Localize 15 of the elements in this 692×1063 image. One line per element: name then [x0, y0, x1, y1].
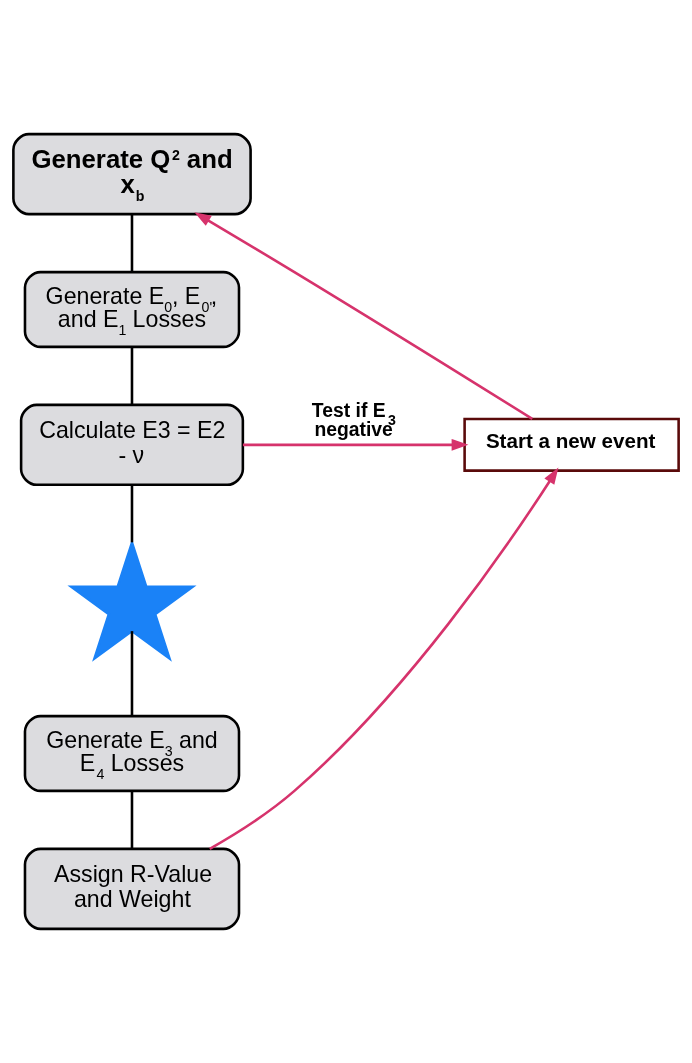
arrow	[209, 467, 559, 850]
node-box: Generate E$_{3}$ and E$_{4}$ Losses	[23, 714, 241, 793]
connector	[130, 485, 134, 543]
arrow	[194, 212, 533, 421]
edge-label: Test if E$_{3}$ negative	[311, 399, 396, 440]
node-box: Assign R-Value and Weight	[23, 847, 241, 931]
connector	[130, 214, 134, 272]
node-box: Generate Q$^{2}$ and x$_{b}$	[12, 132, 252, 216]
node-box: Start a new event	[463, 417, 680, 472]
connector	[130, 347, 134, 405]
connector	[130, 791, 134, 849]
node-box: Generate E$_{0}$, E$_{0'}$, and E$_{1}$ Losses	[23, 270, 241, 349]
connector	[130, 631, 134, 716]
node-box: Calculate E3 = E2 - ν	[19, 403, 245, 487]
arrow	[242, 439, 469, 451]
